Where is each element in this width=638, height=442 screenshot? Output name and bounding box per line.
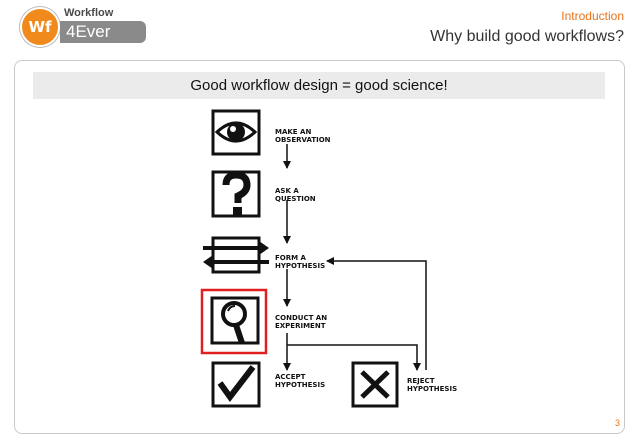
logo-top-text: Workflow bbox=[64, 7, 114, 19]
step-label-observation: MAKE AN OBSERVATION bbox=[275, 128, 331, 144]
diagram-graphics bbox=[200, 109, 427, 408]
page-number: 3 bbox=[614, 418, 620, 428]
content-frame bbox=[14, 60, 625, 434]
step-label-experiment: CONDUCT AN EXPERIMENT bbox=[275, 314, 328, 330]
step-label-hypothesis: FORM A HYPOTHESIS bbox=[275, 254, 326, 270]
step-label-reject: REJECT HYPOTHESIS bbox=[407, 377, 458, 393]
step-label-accept: ACCEPT HYPOTHESIS bbox=[275, 373, 326, 389]
step-label-question: ASK A QUESTION bbox=[275, 187, 316, 203]
logo-name: 4Ever bbox=[60, 21, 146, 43]
page-title: Why build good workflows? bbox=[430, 28, 624, 45]
checkmark-icon bbox=[211, 361, 261, 408]
logo: Wf Workflow 4Ever bbox=[20, 7, 146, 47]
highlight-frame bbox=[200, 288, 268, 355]
scientific-method-diagram: MAKE AN OBSERVATION ASK A QUESTION FORM … bbox=[195, 105, 470, 417]
banner: Good workflow design = good science! bbox=[33, 72, 605, 99]
magnifier-icon bbox=[210, 296, 260, 345]
flow-arrows bbox=[283, 144, 427, 371]
cross-icon bbox=[351, 361, 399, 408]
logo-mark: Wf bbox=[20, 7, 60, 47]
arrows-icon bbox=[203, 236, 269, 274]
question-mark-icon bbox=[211, 170, 261, 218]
section-title: Introduction bbox=[561, 9, 624, 23]
eye-icon bbox=[211, 109, 261, 156]
